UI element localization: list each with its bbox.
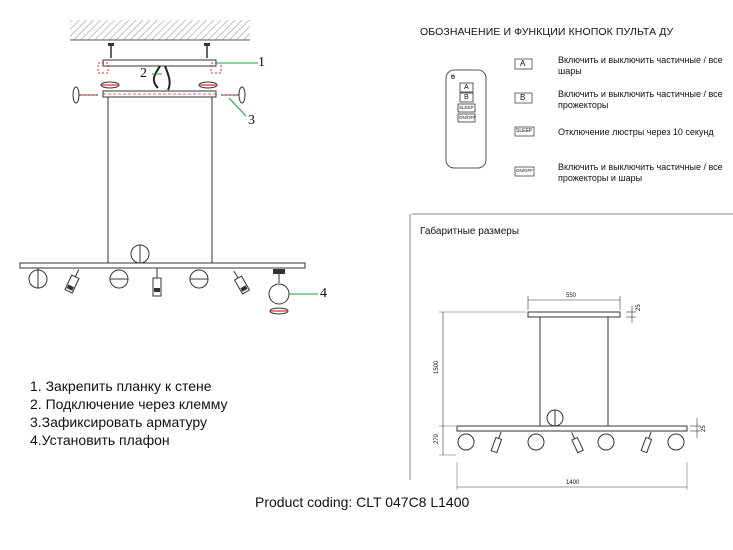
remote-led xyxy=(451,75,455,79)
dimensions-title: Габаритные размеры xyxy=(420,226,520,237)
main-bar xyxy=(19,262,306,269)
remote-button-sleep xyxy=(457,103,476,113)
remote-button-b xyxy=(459,92,474,103)
globe-1 xyxy=(28,268,48,289)
dim-total-length: 1400 xyxy=(566,480,580,486)
function-sleep-text: Отключение люстры через 10 секунд xyxy=(558,127,714,137)
step-1: 1. Закрепить планку к стене xyxy=(30,378,212,394)
ceiling xyxy=(70,20,250,40)
spotlight-3 xyxy=(233,270,251,295)
spotlight-1 xyxy=(64,269,80,294)
dim-body-height: 270 xyxy=(434,433,440,444)
callout-2: 2 xyxy=(140,66,147,81)
key-label-b: B xyxy=(520,93,526,102)
terminal-wires xyxy=(152,65,171,91)
dim-canopy xyxy=(527,311,621,318)
function-onoff-text: Включить и выключить частичные / все про… xyxy=(558,162,723,183)
remote-label-sleep: SLEEP xyxy=(459,105,474,110)
globe-3 xyxy=(189,269,209,289)
remote-label-b: B xyxy=(464,94,469,101)
product-code: Product coding: CLT 047C8 L1400 xyxy=(255,494,470,510)
key-label-sleep: SLEEP xyxy=(516,128,533,134)
dim-canopy-width: 550 xyxy=(566,293,577,299)
callout-4: 4 xyxy=(320,286,327,301)
step-4: 4.Установить плафон xyxy=(30,432,170,448)
globe-2 xyxy=(109,269,129,289)
remote-top-mark: O xyxy=(451,73,455,78)
key-label-a: A xyxy=(520,59,526,68)
key-box-sleep xyxy=(514,126,535,137)
side-screw-right xyxy=(221,86,246,104)
dim-drop-height: 1500 xyxy=(434,360,440,374)
remote-label-a: A xyxy=(464,84,469,91)
key-box-a xyxy=(514,58,533,70)
callout-3: 3 xyxy=(248,113,255,128)
dim-bar-height: 25 xyxy=(701,425,707,432)
key-box-onoff xyxy=(514,166,535,177)
function-b-text: Включить и выключить частичные / все про… xyxy=(558,89,723,110)
step-2: 2. Подключение через клемму xyxy=(30,396,228,412)
ceiling-screw-right xyxy=(204,43,210,58)
ceiling-screw-left xyxy=(108,43,114,58)
remote-button-onoff xyxy=(457,113,476,123)
function-a-text: Включить и выключить частичные / все шар… xyxy=(558,55,723,76)
spotlight-2 xyxy=(152,268,162,297)
dim-bar xyxy=(456,425,688,432)
dim-canopy-height: 25 xyxy=(636,304,642,311)
key-box-b xyxy=(514,92,533,104)
side-screw-left xyxy=(72,86,98,104)
remote-button-a xyxy=(459,82,474,93)
key-label-onoff: ON/OFF xyxy=(516,168,533,173)
remote-functions-title: ОБОЗНАЧЕНИЕ И ФУНКЦИИ КНОПОК ПУЛЬТА ДУ xyxy=(420,26,674,38)
callout-1: 1 xyxy=(258,55,265,70)
remote-label-onoff: ON/OFF xyxy=(459,115,476,120)
step-3: 3.Зафиксировать арматуру xyxy=(30,414,208,430)
